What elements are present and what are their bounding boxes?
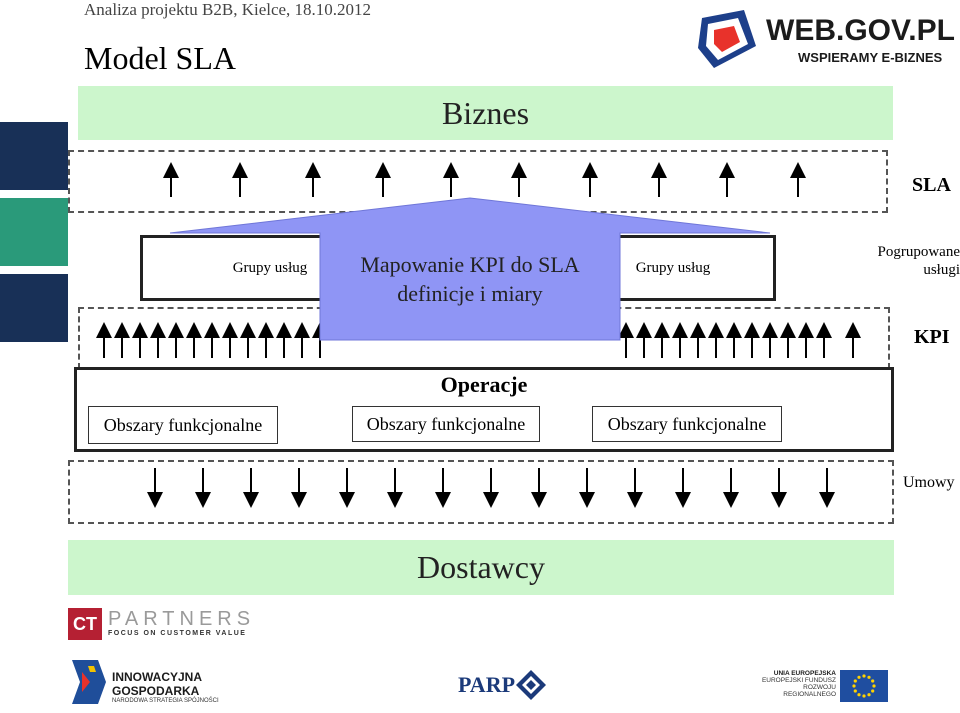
decor-block-navy-bottom [0,274,68,342]
sla-label: SLA [912,174,951,196]
ct-partners-name: PARTNERS [108,608,256,630]
grouped-services-label: Pogrupowane usługi [862,243,960,279]
parp-logo: PARP [458,668,550,702]
innovative-economy-line2: GOSPODARKA [112,684,200,698]
innovative-economy-icon [72,660,106,704]
slide-title: Model SLA [84,40,236,76]
innovative-economy-line1: INNOWACYJNA [112,670,203,684]
parp-logo-text: PARP [458,672,516,697]
webgov-logo-tagline: WSPIERAMY E-BIZNES [798,50,943,65]
ct-partners-tagline: FOCUS ON CUSTOMER VALUE [108,630,247,637]
suppliers-band: Dostawcy [68,540,894,595]
business-band-label: Biznes [441,94,530,131]
eu-logo-line1: UNIA EUROPEJSKA [773,670,836,677]
innovative-economy-line3: NARODOWA STRATEGIA SPÓJNOŚCI [112,698,219,704]
operations-box [74,367,894,452]
operations-title: Operacje [440,372,528,397]
suppliers-band-label: Dostawcy [417,549,545,585]
business-band: Biznes [78,86,893,140]
eu-flag-icon [840,670,888,702]
webgov-logo-text: WEB.GOV.PL [766,14,955,47]
functional-area-box-2: Obszary funkcjonalne [352,406,540,442]
service-group-label-left: Grupy usług [232,259,308,276]
mapping-callout-line2: definicje i miary [397,281,543,306]
presentation-caption: Analiza projektu B2B, Kielce, 18.10.2012 [84,0,372,19]
contracts-label: Umowy [903,474,955,491]
eu-logo-line3: ROZWOJU REGIONALNEGO [783,684,836,698]
service-group-label-right: Grupy usług [635,259,711,276]
eu-logo-line2: EUROPEJSKI FUNDUSZ [761,677,836,684]
webgov-logo-icon [698,10,756,68]
webgov-logo: WEB.GOV.PL WSPIERAMY E-BIZNES [694,8,955,74]
functional-area-box-3: Obszary funkcjonalne [592,406,782,442]
mapping-callout-line1: Mapowanie KPI do SLA [360,252,580,277]
contracts-dashed-box [68,460,894,524]
eu-logo-text: UNIA EUROPEJSKA EUROPEJSKI FUNDUSZ ROZWO… [752,670,836,698]
grouped-services-line2: usługi [923,262,960,278]
innovative-economy-logo: INNOWACYJNA GOSPODARKA NARODOWA STRATEGI… [68,658,248,708]
ct-partners-logo: CT PARTNERS FOCUS ON CUSTOMER VALUE [68,608,268,640]
decor-block-navy-top [0,122,68,190]
eu-logo: UNIA EUROPEJSKA EUROPEJSKI FUNDUSZ ROZWO… [752,668,892,704]
decor-block-teal [0,198,68,266]
mapping-callout: Mapowanie KPI do SLA definicje i miary [320,250,620,308]
parp-logo-icon [516,670,546,700]
ct-partners-mark: CT [68,608,102,640]
functional-area-box-1: Obszary funkcjonalne [88,406,278,444]
grouped-services-line1: Pogrupowane [877,244,960,260]
kpi-label: KPI [914,326,950,348]
